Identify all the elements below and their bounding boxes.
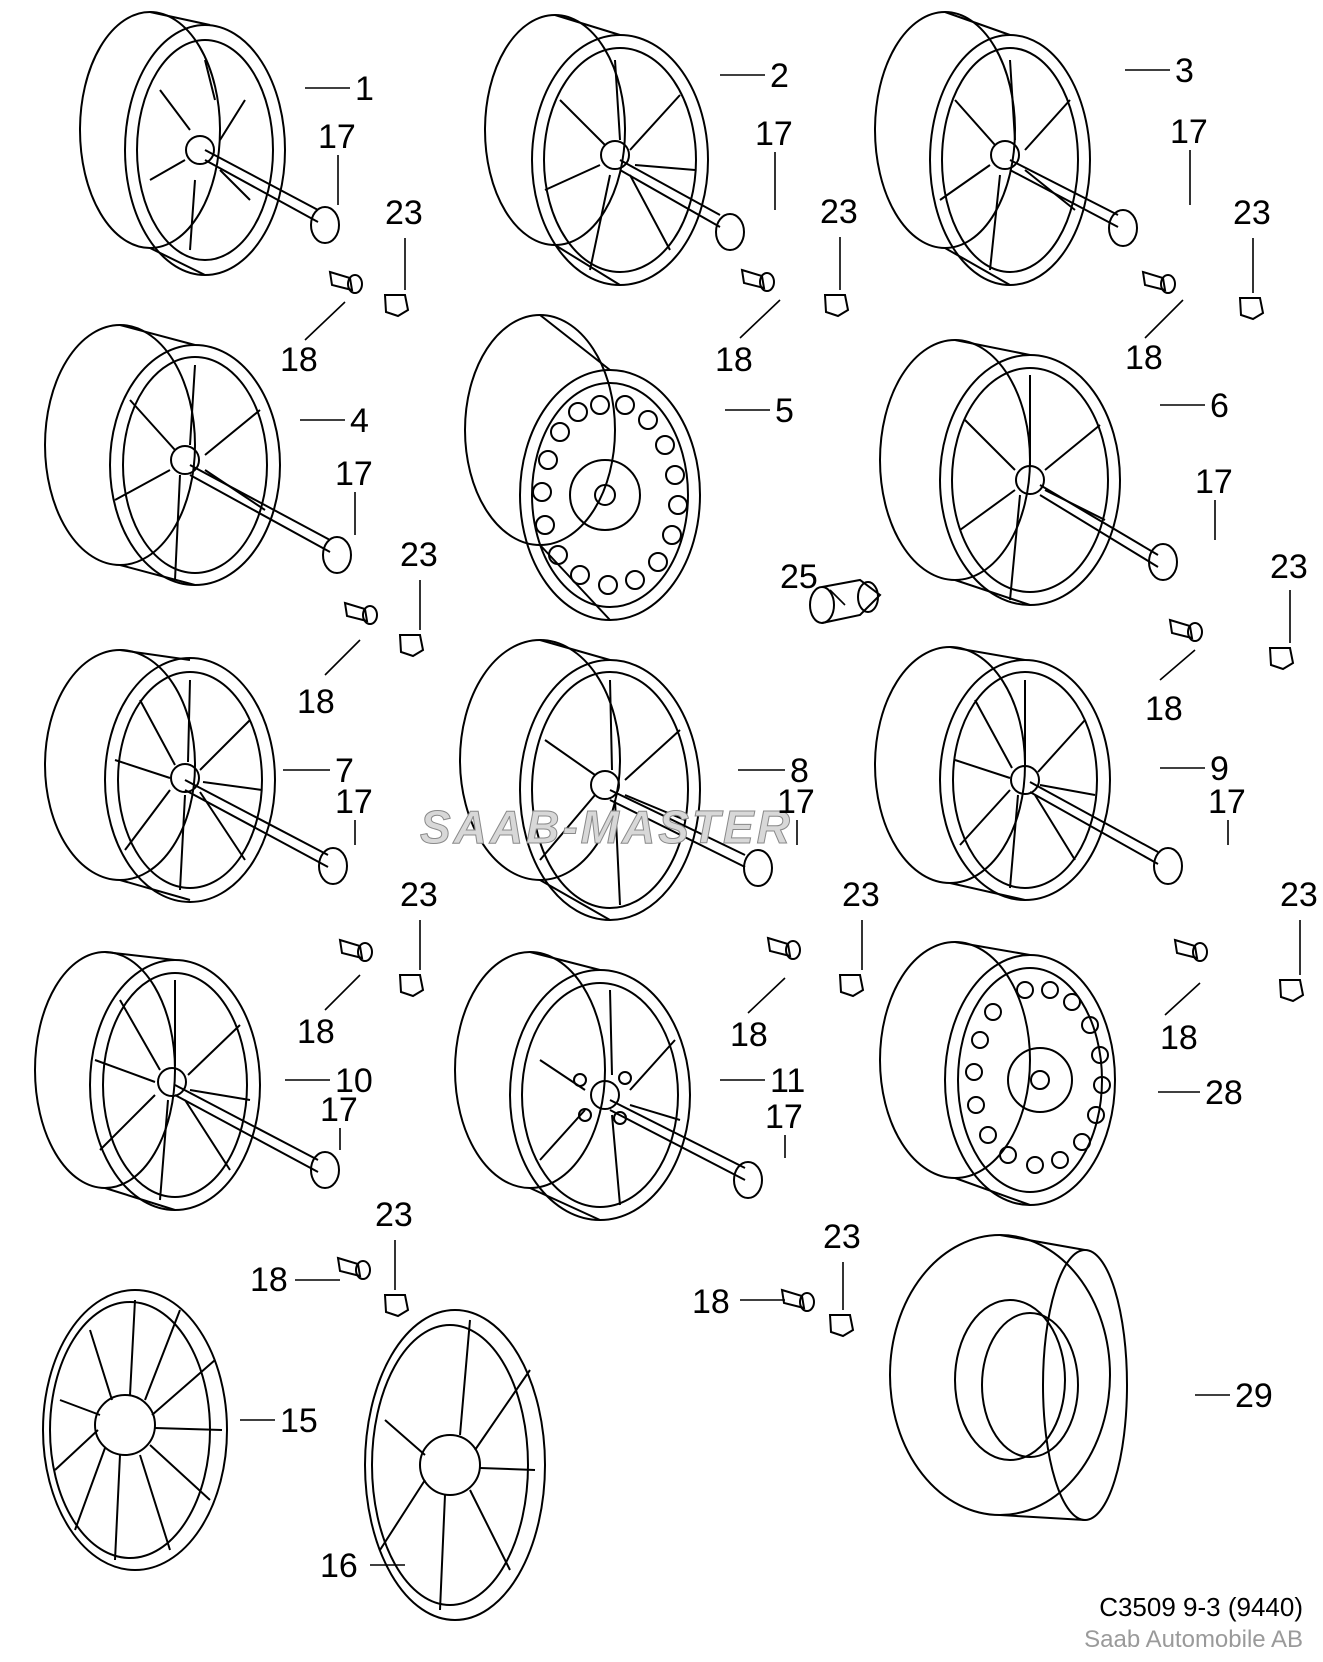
wheel-10-illustration — [34, 951, 319, 1211]
valve-25-illustration — [809, 578, 882, 624]
diagram-code: C3509 9-3 (9440) — [1099, 1592, 1303, 1622]
callout-28: 28 — [1205, 1074, 1243, 1112]
wheel-5-illustration — [464, 314, 701, 621]
wheel-6-illustration — [879, 339, 1159, 606]
callout-7: 7 — [335, 752, 354, 790]
callout-23-wheel-6: 23 — [1270, 548, 1308, 586]
callout-25: 25 — [780, 558, 818, 596]
callout-18-wheel-10: 18 — [250, 1261, 288, 1299]
callout-17-wheel-7: 17 — [335, 783, 373, 821]
callout-18-wheel-9: 18 — [1160, 1019, 1198, 1057]
callout-4: 4 — [350, 402, 369, 440]
callout-29: 29 — [1235, 1377, 1273, 1415]
callout-17-wheel-11: 17 — [765, 1098, 803, 1136]
copyright-brand: Saab Automobile AB — [1084, 1626, 1303, 1653]
wheel-3-illustration — [874, 11, 1119, 286]
callout-23-wheel-4: 23 — [400, 536, 438, 574]
leader-lines — [240, 69, 1301, 1566]
callout-17-wheel-3: 17 — [1170, 113, 1208, 151]
callout-17-wheel-8: 17 — [777, 783, 815, 821]
wheel-1-illustration — [79, 11, 319, 276]
hubcap-16-illustration — [364, 1309, 546, 1621]
callout-15: 15 — [280, 1402, 318, 1440]
callout-1: 1 — [355, 70, 374, 108]
callout-18-wheel-6: 18 — [1145, 690, 1183, 728]
wheel-9-illustration — [874, 646, 1159, 901]
nut-cap-23-group — [383, 294, 1305, 1338]
tyre-29-illustration — [889, 1234, 1128, 1521]
callout-17-wheel-6: 17 — [1195, 463, 1233, 501]
callout-17-wheel-9: 17 — [1208, 783, 1246, 821]
callout-6: 6 — [1210, 387, 1229, 425]
callout-5: 5 — [775, 392, 794, 430]
wheel-28-illustration — [879, 941, 1116, 1206]
hubcap-15-illustration — [42, 1289, 228, 1571]
callout-18-wheel-1: 18 — [280, 341, 318, 379]
callout-17-wheel-4: 17 — [335, 455, 373, 493]
callout-23-wheel-8: 23 — [842, 876, 880, 914]
callout-10: 10 — [335, 1062, 373, 1100]
callout-23-wheel-7: 23 — [400, 876, 438, 914]
callout-3: 3 — [1175, 52, 1194, 90]
callout-2: 2 — [770, 57, 789, 95]
wheel-2-illustration — [484, 14, 721, 286]
callout-23-wheel-2: 23 — [820, 193, 858, 231]
wheel-11-illustration — [454, 951, 746, 1221]
callout-17-wheel-10: 17 — [320, 1091, 358, 1129]
o-ring-17-group — [310, 206, 1183, 1199]
wheel-4-illustration — [44, 324, 331, 586]
wheel-8-illustration — [459, 639, 746, 921]
watermark: SAAB-MASTER — [420, 801, 793, 854]
callout-18-wheel-2: 18 — [715, 341, 753, 379]
callout-18-wheel-8: 18 — [730, 1016, 768, 1054]
callout-18-wheel-7: 18 — [297, 1013, 335, 1051]
callout-23-wheel-11: 23 — [823, 1218, 861, 1256]
callout-18-wheel-4: 18 — [297, 683, 335, 721]
callout-23-wheel-9: 23 — [1280, 876, 1318, 914]
callout-23-wheel-3: 23 — [1233, 194, 1271, 232]
callout-23-wheel-10: 23 — [375, 1196, 413, 1234]
bolt-18-group — [328, 268, 1208, 1312]
callout-18-wheel-3: 18 — [1125, 339, 1163, 377]
callout-23-wheel-1: 23 — [385, 194, 423, 232]
callout-17-wheel-1: 17 — [318, 118, 356, 156]
callout-16: 16 — [320, 1547, 358, 1585]
callout-17-wheel-2: 17 — [755, 115, 793, 153]
callout-8: 8 — [790, 752, 809, 790]
callout-9: 9 — [1210, 750, 1229, 788]
callout-18-wheel-11: 18 — [692, 1283, 730, 1321]
callout-11: 11 — [770, 1062, 806, 1100]
wheel-7-illustration — [44, 649, 329, 903]
